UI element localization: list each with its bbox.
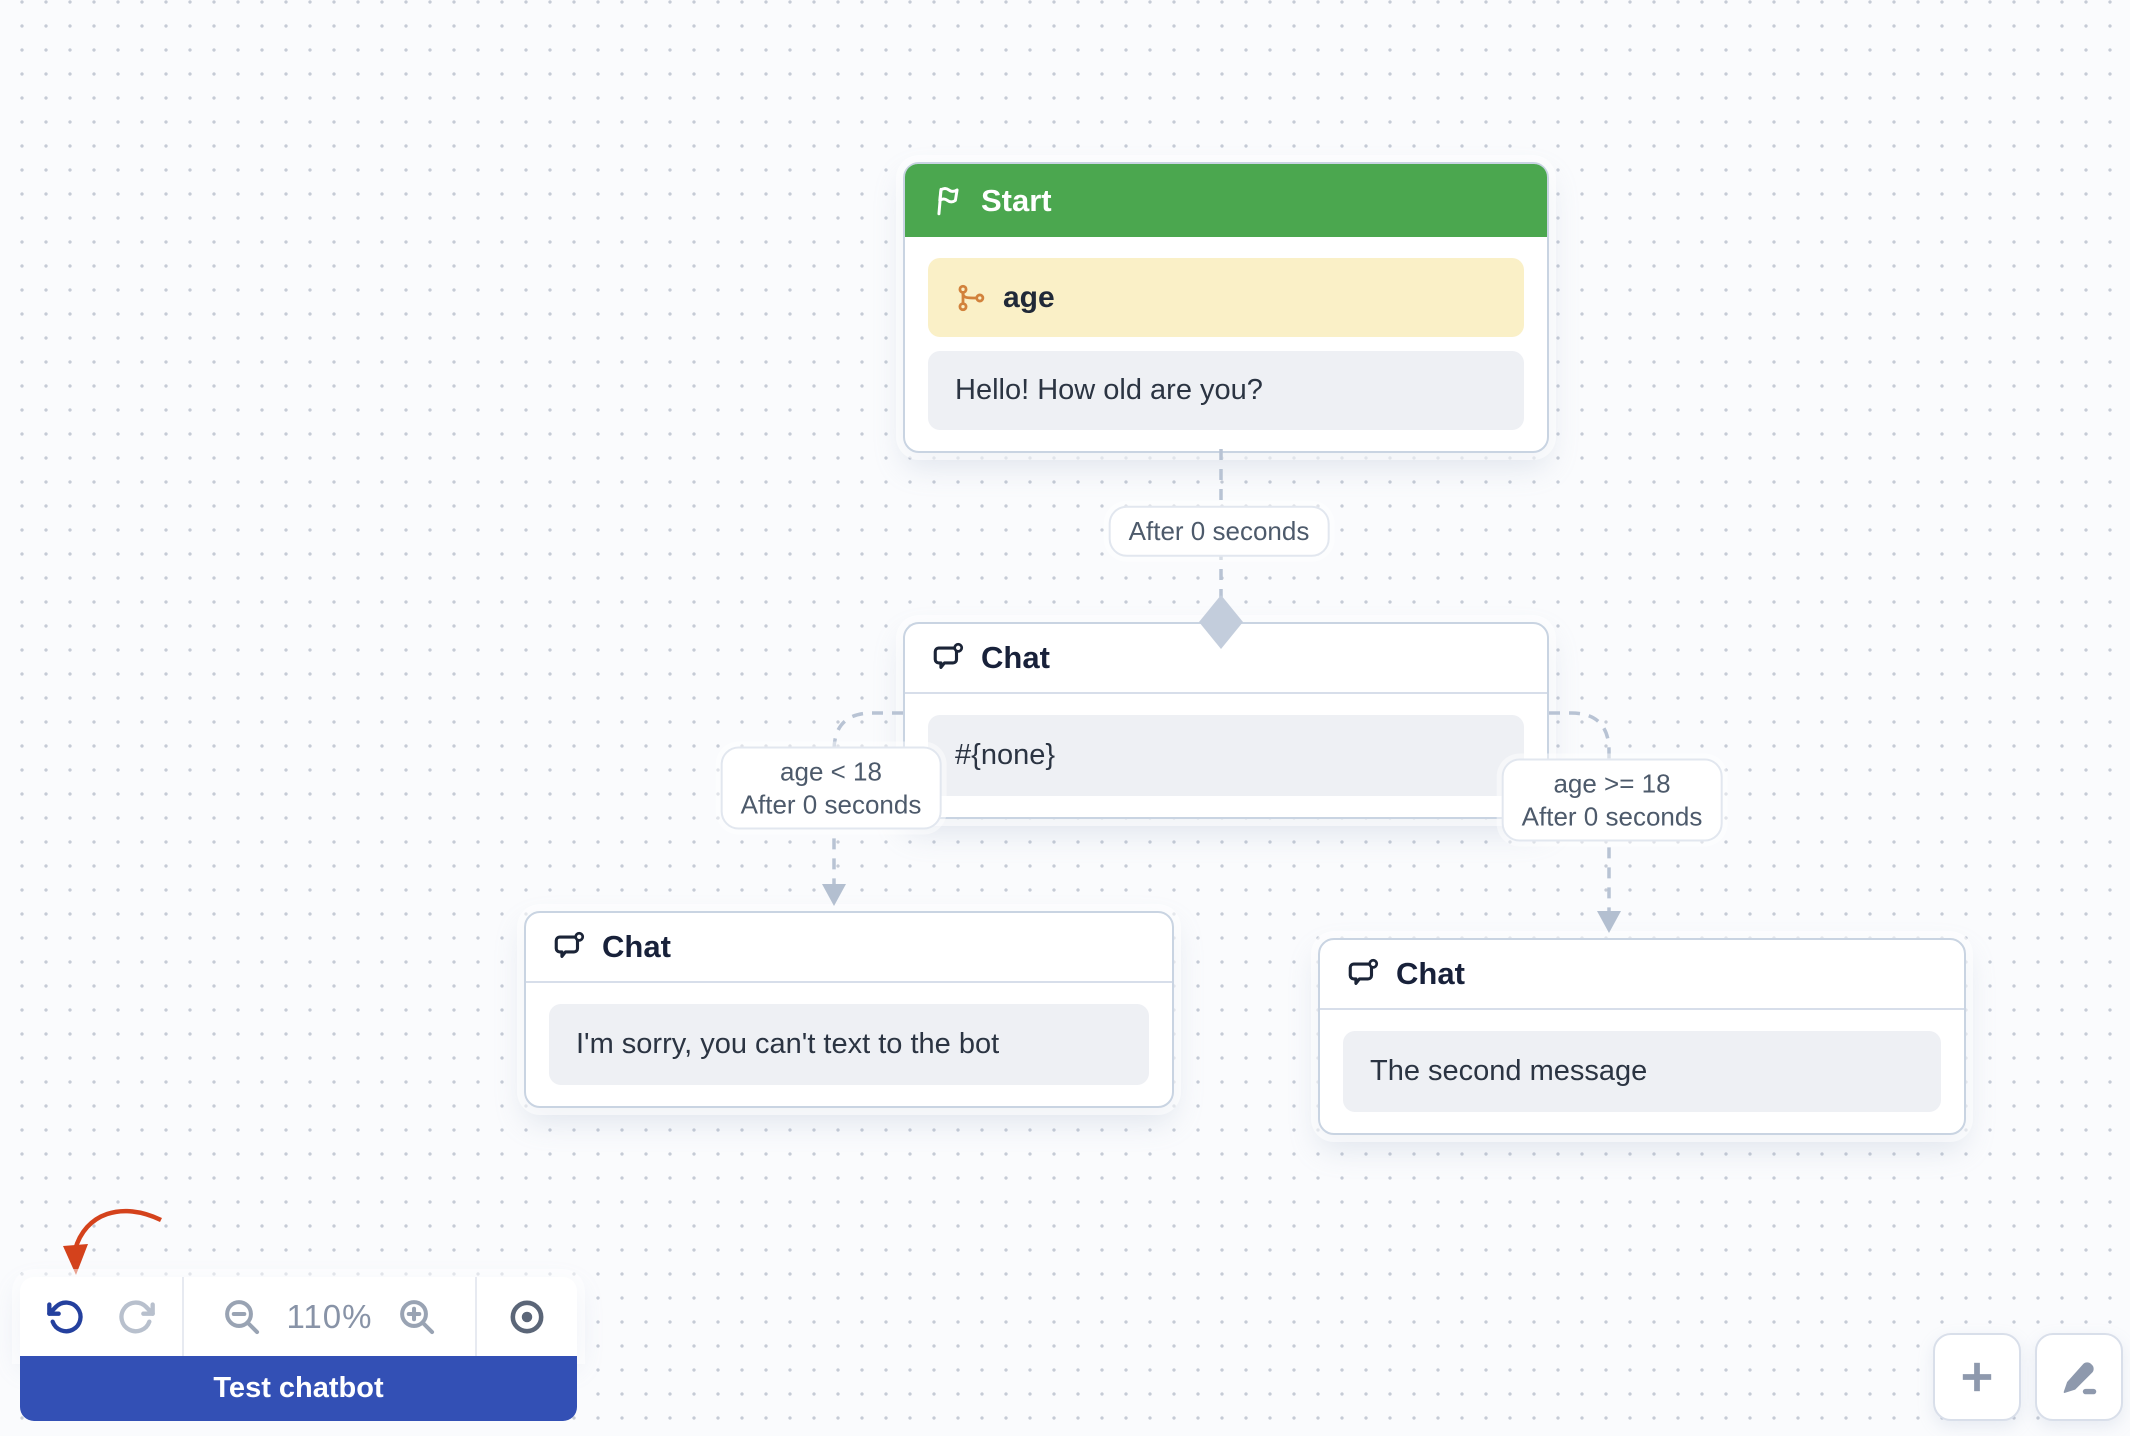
left-message-text: I'm sorry, you can't text to the bot bbox=[576, 1028, 1000, 1060]
red-annotation-arrow bbox=[63, 1209, 162, 1275]
right-chat-node-title: Chat bbox=[1396, 956, 1465, 991]
start-node-title: Start bbox=[981, 182, 1052, 218]
zoom-in-icon bbox=[400, 1299, 435, 1334]
edge-delay-text: After 0 seconds bbox=[1128, 515, 1310, 546]
focus-button[interactable] bbox=[506, 1296, 548, 1338]
toolbar-separator bbox=[182, 1277, 184, 1356]
left-chat-node-header: Chat bbox=[526, 913, 1172, 983]
arrowhead bbox=[1597, 911, 1621, 933]
left-chat-node[interactable]: Chat I'm sorry, you can't text to the bo… bbox=[524, 911, 1174, 1108]
edge-label-age-lt-18[interactable]: age < 18 After 0 seconds bbox=[720, 746, 942, 830]
router-message-row[interactable]: #{none} bbox=[928, 715, 1524, 796]
chat-icon bbox=[1348, 958, 1379, 985]
left-message-row[interactable]: I'm sorry, you can't text to the bot bbox=[549, 1004, 1149, 1085]
start-node-body: age Hello! How old are you? bbox=[905, 237, 1547, 451]
test-chatbot-button[interactable]: Test chatbot bbox=[20, 1356, 577, 1421]
start-node[interactable]: Start age Hello! How old are you? bbox=[903, 162, 1549, 453]
pencil-icon bbox=[2063, 1362, 2097, 1395]
left-chat-node-title: Chat bbox=[602, 929, 671, 964]
variable-name: age bbox=[1003, 280, 1055, 314]
zoom-level: 110% bbox=[286, 1297, 373, 1335]
plus-icon bbox=[1962, 1362, 1992, 1392]
redo-icon bbox=[119, 1299, 155, 1333]
router-chat-node-header: Chat bbox=[905, 624, 1547, 694]
right-message-text: The second message bbox=[1370, 1055, 1648, 1087]
toolbar-separator bbox=[475, 1277, 477, 1356]
edit-mode-button[interactable] bbox=[2035, 1333, 2123, 1421]
edge-label-age-gte-18[interactable]: age >= 18 After 0 seconds bbox=[1501, 758, 1723, 842]
right-message-row[interactable]: The second message bbox=[1343, 1031, 1941, 1112]
zoom-in-button[interactable] bbox=[396, 1296, 438, 1338]
edge-condition-text: age >= 18 bbox=[1553, 768, 1671, 799]
start-message-row[interactable]: Hello! How old are you? bbox=[928, 351, 1524, 430]
right-chat-node-body: The second message bbox=[1320, 1010, 1964, 1133]
start-node-header: Start bbox=[905, 164, 1547, 237]
edge-delay-text: After 0 seconds bbox=[1521, 801, 1703, 831]
redo-button[interactable] bbox=[116, 1297, 156, 1337]
undo-button[interactable] bbox=[46, 1297, 86, 1337]
flag-icon bbox=[937, 186, 959, 215]
branch-icon bbox=[958, 284, 985, 311]
focus-icon bbox=[510, 1300, 544, 1333]
undo-icon bbox=[47, 1299, 83, 1333]
zoom-out-button[interactable] bbox=[221, 1296, 263, 1338]
router-chat-node[interactable]: Chat #{none} bbox=[903, 622, 1549, 819]
edge-label-start-router[interactable]: After 0 seconds bbox=[1108, 505, 1330, 557]
chat-icon bbox=[933, 642, 964, 669]
start-message-text: Hello! How old are you? bbox=[955, 374, 1263, 406]
canvas-toolbar: 110% bbox=[20, 1277, 577, 1356]
router-message-text: #{none} bbox=[955, 739, 1056, 771]
edge-condition-text: age < 18 bbox=[780, 756, 882, 787]
arrowhead bbox=[822, 884, 846, 906]
right-chat-node[interactable]: Chat The second message bbox=[1318, 938, 1966, 1135]
variable-row[interactable]: age bbox=[928, 258, 1524, 337]
router-chat-node-body: #{none} bbox=[905, 694, 1547, 817]
zoom-out-icon bbox=[224, 1299, 259, 1334]
edge-delay-text: After 0 seconds bbox=[740, 789, 922, 819]
right-chat-node-header: Chat bbox=[1320, 940, 1964, 1010]
left-chat-node-body: I'm sorry, you can't text to the bot bbox=[526, 983, 1172, 1106]
chat-icon bbox=[554, 931, 585, 958]
add-node-button[interactable] bbox=[1933, 1333, 2021, 1421]
router-chat-node-title: Chat bbox=[981, 640, 1050, 675]
